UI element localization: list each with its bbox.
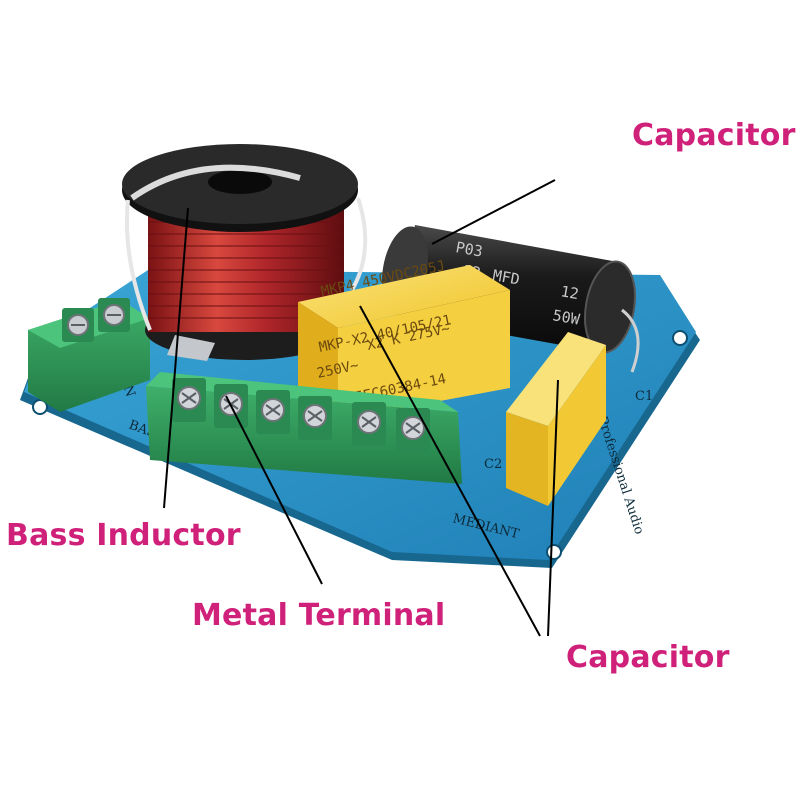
input-terminal-block — [28, 298, 150, 412]
terminal-screw — [298, 396, 332, 440]
terminal-screw — [352, 402, 386, 446]
mounting-hole — [32, 399, 48, 415]
label-capacitor-bottom: Capacitor — [566, 640, 730, 675]
label-bass-inductor: Bass Inductor — [6, 518, 241, 553]
output-terminal-blocks — [146, 372, 462, 484]
board-print-c2: C2 — [484, 457, 502, 472]
leader-line-metal-terminal — [225, 395, 323, 585]
terminal-screw — [172, 378, 206, 422]
leader-line-bass-inductor — [163, 207, 189, 509]
electrolytic-voltage: 50W — [551, 306, 582, 329]
callout-lines — [163, 179, 559, 637]
leader-line-capacitor-film-small — [547, 379, 559, 637]
board-print-c1: C1 — [635, 389, 653, 404]
label-metal-terminal: Metal Terminal — [192, 598, 446, 633]
terminal-screw — [256, 390, 290, 434]
leader-line-capacitor-top — [431, 179, 556, 245]
electrolytic-brand: P03 — [454, 238, 484, 260]
mounting-hole — [546, 544, 562, 560]
film-capacitor-small — [506, 332, 606, 506]
electrolytic-value-2: 12 — [559, 282, 580, 303]
terminal-screw — [396, 408, 430, 452]
label-capacitor-top: Capacitor — [632, 118, 796, 153]
leader-line-capacitor-film-large — [359, 305, 541, 637]
mounting-hole — [672, 330, 688, 346]
